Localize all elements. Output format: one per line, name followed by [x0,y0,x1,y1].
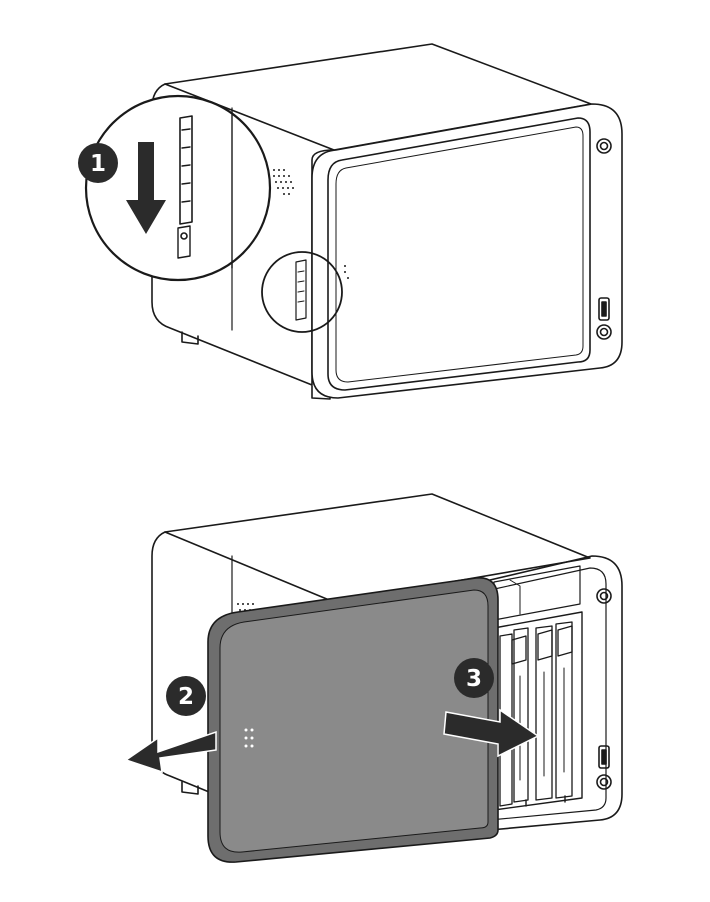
nas-open-front-frame [489,555,623,831]
step-1-badge: 1 [78,143,118,183]
nas-side-panel [151,83,335,386]
side-vent [273,169,349,279]
nas-front-cover [327,117,591,391]
lock-latch-icon [179,115,193,225]
nas-open-top-surface [164,493,591,603]
nas-front-frame [311,103,623,399]
latch-small [295,259,307,321]
down-arrow-icon [126,142,166,234]
step-3-number: 3 [466,666,482,692]
removed-front-cover [207,577,499,863]
latch-detail-magnifier [84,94,272,282]
right-arrow-icon [443,708,540,758]
step-3-badge: 3 [454,658,494,698]
power-button-icon[interactable] [596,324,612,340]
left-arrow-icon [124,730,217,774]
usb-port-icon[interactable] [598,297,610,321]
drive-trays [499,621,573,807]
copy-button-icon[interactable] [596,138,612,154]
step-2-number: 2 [178,684,194,710]
step-1-number: 1 [90,151,106,177]
step-2-badge: 2 [166,676,206,716]
latch-highlight-circle [261,251,343,333]
nas-closed-figure [84,43,623,400]
nas-front-cover-inner [335,126,584,383]
nas-foot-left [181,331,199,345]
